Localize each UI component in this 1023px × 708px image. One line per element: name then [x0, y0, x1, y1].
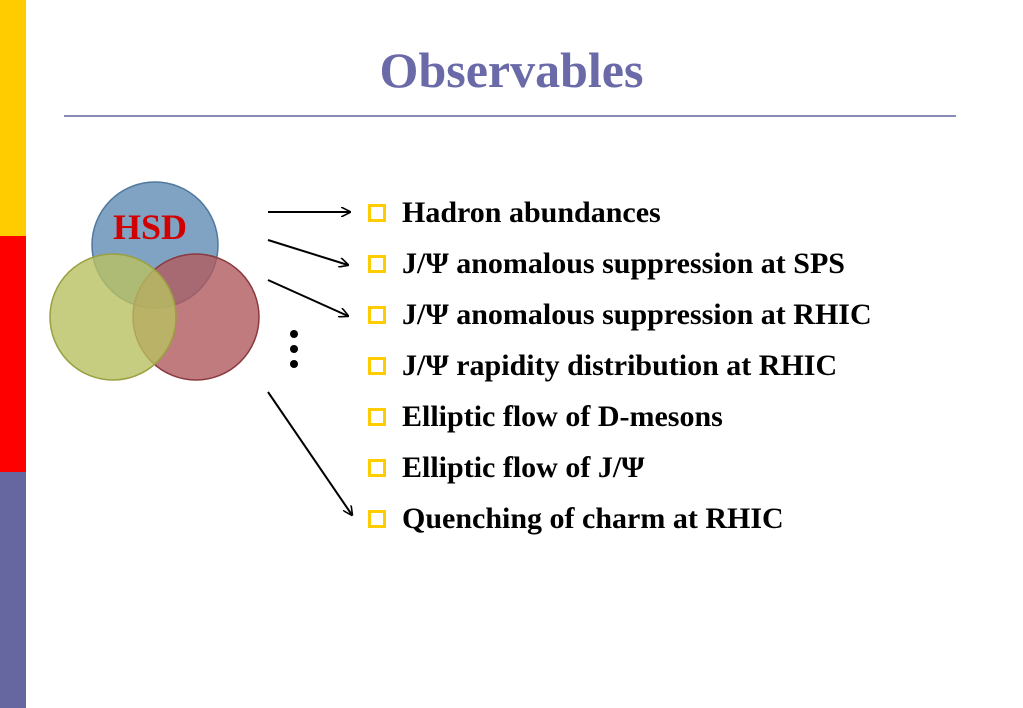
square-bullet-icon: [368, 509, 386, 528]
list-item: Elliptic flow of J/Ψ: [368, 442, 872, 493]
venn-label: HSD: [113, 207, 188, 247]
list-item: J/Ψ anomalous suppression at RHIC: [368, 289, 872, 340]
list-item: Hadron abundances: [368, 187, 872, 238]
side-bar-blue: [0, 472, 26, 708]
list-item-text: Hadron abundances: [402, 195, 661, 229]
observables-list: Hadron abundances J/Ψ anomalous suppress…: [368, 187, 872, 544]
side-bar-red: [0, 236, 26, 472]
ellipsis-dot-1: [290, 330, 298, 338]
list-item-text: J/Ψ rapidity distribution at RHIC: [402, 348, 838, 382]
title-divider: [64, 115, 956, 117]
venn-circle-left: [49, 253, 177, 381]
arrow-4: [267, 391, 352, 515]
list-item-text: Elliptic flow of J/Ψ: [402, 450, 645, 484]
ellipsis-dot-3: [290, 360, 298, 368]
side-bar-yellow: [0, 0, 26, 236]
list-item: J/Ψ anomalous suppression at SPS: [368, 238, 872, 289]
square-bullet-icon: [368, 305, 386, 324]
list-item-text: J/Ψ anomalous suppression at SPS: [402, 246, 845, 280]
square-bullet-icon: [368, 407, 386, 426]
list-item-text: Elliptic flow of D-mesons: [402, 399, 723, 433]
list-item: Quenching of charm at RHIC: [368, 493, 872, 544]
square-bullet-icon: [368, 458, 386, 477]
square-bullet-icon: [368, 254, 386, 273]
list-item-text: J/Ψ anomalous suppression at RHIC: [402, 297, 872, 331]
arrow-3: [267, 279, 348, 316]
square-bullet-icon: [368, 203, 386, 222]
square-bullet-icon: [368, 356, 386, 375]
list-item-text: Quenching of charm at RHIC: [402, 501, 784, 535]
slide-title: Observables: [379, 42, 644, 98]
ellipsis-dot-2: [290, 345, 298, 353]
venn-diagram: [49, 181, 260, 381]
arrow-2: [267, 239, 348, 265]
list-item: Elliptic flow of D-mesons: [368, 391, 872, 442]
list-item: J/Ψ rapidity distribution at RHIC: [368, 340, 872, 391]
